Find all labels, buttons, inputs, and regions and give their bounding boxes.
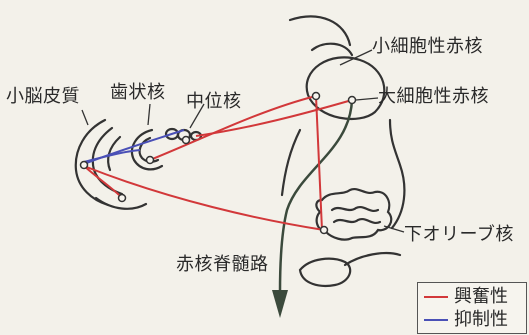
parvocellular-red-nucleus-label: 小細胞性赤核: [372, 38, 483, 56]
inferior-olive-label: 下オリーブ核: [404, 226, 514, 244]
brainstem-outline: [390, 120, 404, 228]
cortex-output-neuron-marker: [119, 195, 126, 202]
interposed-nucleus-label: 中位核: [186, 93, 242, 111]
anatomy-outlines: [76, 16, 405, 285]
legend-excitatory-swatch: [424, 296, 448, 298]
rubrospinal-tract: [280, 100, 352, 292]
magnocellular-neuron-marker: [349, 97, 356, 104]
dentate-neuron-marker: [147, 157, 154, 164]
legend-inhibitory-swatch: [424, 319, 448, 321]
legend: 興奮性 抑制性: [417, 282, 527, 334]
legend-inhibitory: 抑制性: [424, 309, 508, 331]
label-leader-lines: [82, 50, 404, 232]
cortex-to-nuclei-branch: [84, 166, 122, 198]
excitatory-pathways: [84, 96, 352, 230]
rubrospinal-tract-label: 赤核脊髄路: [176, 256, 269, 274]
magnocellular-red-nucleus-label: 大細胞性赤核: [378, 88, 489, 106]
legend-inhibitory-label: 抑制性: [454, 311, 508, 329]
parvocellular-neuron-marker: [313, 93, 320, 100]
cerebellar-cortex-label: 小脳皮質: [6, 88, 80, 106]
dentate-nucleus-label: 歯状核: [110, 84, 166, 102]
neuron-markers: [81, 93, 356, 234]
legend-excitatory: 興奮性: [424, 286, 508, 308]
legend-excitatory-label: 興奮性: [454, 288, 508, 306]
interposed-neuron-marker: [183, 137, 190, 144]
midbrain-outline: [290, 16, 350, 45]
olive-neuron-marker: [321, 227, 328, 234]
cortex-neuron-marker: [81, 162, 88, 169]
rubrospinal-tract-arrowhead: [272, 290, 288, 318]
pyramid-outline: [300, 259, 350, 286]
